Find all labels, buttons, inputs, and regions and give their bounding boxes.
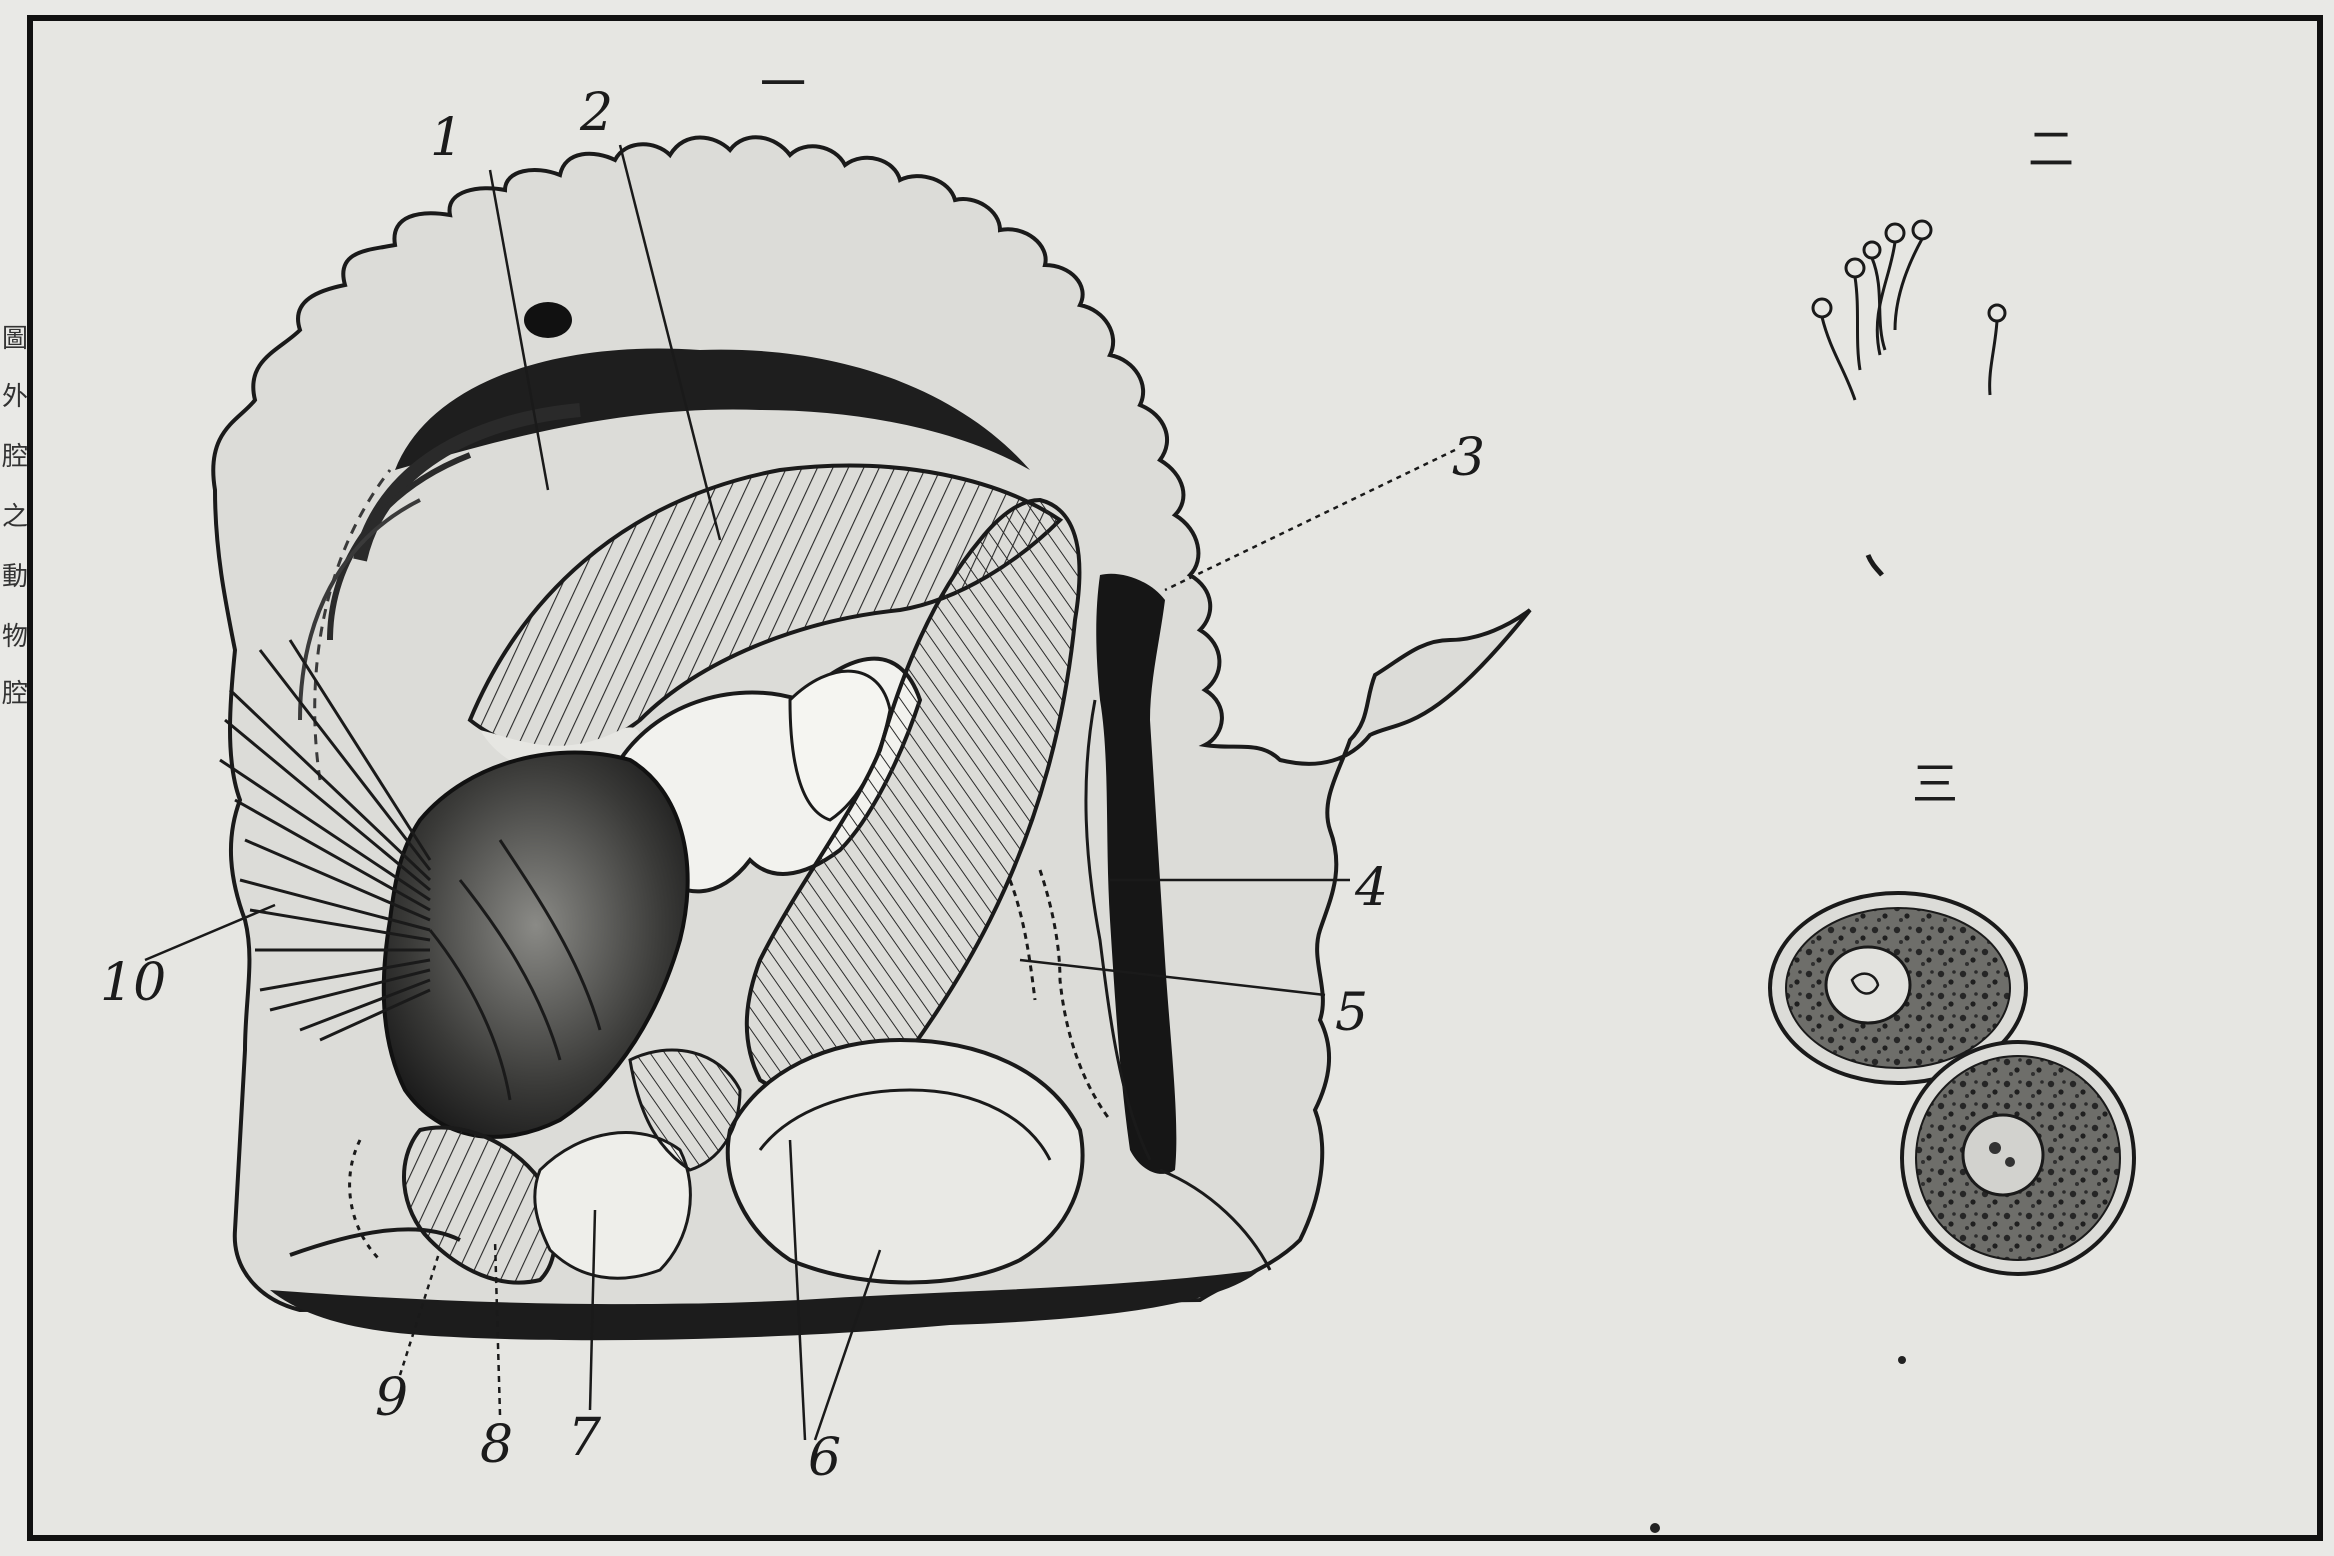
callout-6: 6 (808, 1428, 841, 1488)
figure-2-label: 二 (2028, 122, 2074, 176)
callout-9: 9 (375, 1368, 408, 1428)
callout-2: 2 (579, 83, 613, 143)
cell-2-nucleus (1963, 1115, 2043, 1195)
callout-10: 10 (100, 953, 166, 1013)
foot-lobe (728, 1040, 1083, 1283)
callout-8: 8 (480, 1415, 513, 1475)
cell-1-nucleus (1826, 947, 1910, 1023)
callout-7: 7 (568, 1408, 602, 1468)
callout-3: 3 (1452, 428, 1485, 488)
figure-3-label: 三 (1912, 757, 1958, 811)
callout-4: 4 (1354, 858, 1388, 918)
black-spot (524, 302, 572, 338)
callout-5: 5 (1335, 983, 1368, 1043)
figure-1-label: 一 (760, 57, 806, 111)
callout-1: 1 (430, 108, 463, 168)
